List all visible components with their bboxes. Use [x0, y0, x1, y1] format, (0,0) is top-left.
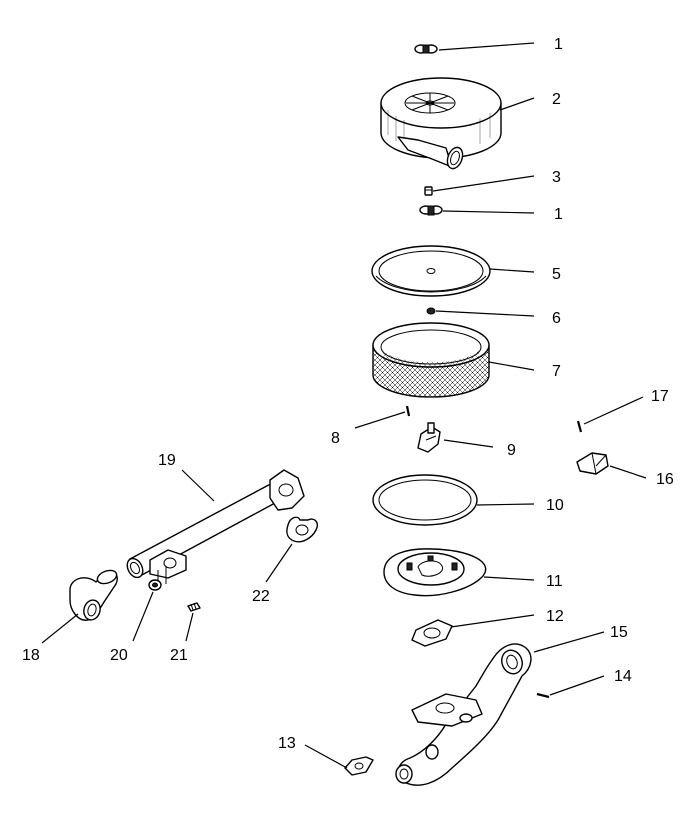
part-17-screw — [576, 420, 583, 433]
part-21-stud — [187, 602, 201, 612]
callout-21: 21 — [170, 647, 188, 664]
part-10-gasket-ring — [372, 474, 478, 526]
leader-lines — [41, 42, 647, 769]
callout-17: 17 — [651, 388, 669, 405]
part-9-bracket — [417, 422, 441, 453]
part-6-nut — [426, 307, 436, 315]
part-16-block — [576, 452, 609, 475]
part-5-cover-plate — [371, 245, 491, 297]
callout-12: 12 — [546, 608, 564, 625]
callout-13: 13 — [278, 735, 296, 752]
callout-3: 3 — [552, 169, 561, 186]
callout-22: 22 — [252, 588, 270, 605]
part-8-pin — [405, 405, 411, 417]
callout-7: 7 — [552, 363, 561, 380]
callout-10: 10 — [546, 497, 564, 514]
callout-9: 9 — [507, 442, 516, 459]
callout-19: 19 — [158, 452, 176, 469]
part-19-tube — [126, 469, 305, 588]
callout-6: 6 — [552, 310, 561, 327]
callout-18: 18 — [22, 647, 40, 664]
callout-14: 14 — [614, 668, 632, 685]
callout-8: 8 — [331, 430, 340, 447]
callout-16: 16 — [656, 471, 674, 488]
callout-1-lower: 1 — [554, 206, 563, 223]
part-18-elbow — [69, 569, 118, 621]
part-13-gasket — [344, 756, 374, 776]
part-15-intake-manifold — [395, 643, 532, 786]
part-1-wing-nut — [414, 44, 438, 54]
part-1-wing-nut-lower — [419, 205, 443, 216]
part-22-gasket — [286, 516, 318, 543]
part-20-nut — [148, 579, 162, 591]
part-2-air-cleaner-cover — [380, 77, 502, 170]
part-14-screw — [536, 692, 550, 699]
part-3-nut — [424, 186, 433, 196]
callout-5: 5 — [552, 266, 561, 283]
callout-15: 15 — [610, 624, 628, 641]
part-11-base-plate — [383, 548, 487, 597]
callout-20: 20 — [110, 647, 128, 664]
part-12-gasket — [411, 619, 453, 647]
callout-11: 11 — [546, 573, 563, 590]
callout-labels: 1 2 3 1 5 6 7 8 9 10 11 12 13 14 15 16 1… — [22, 36, 674, 752]
part-7-filter-element — [372, 322, 490, 398]
callout-2: 2 — [552, 91, 561, 108]
callout-1: 1 — [554, 36, 563, 53]
